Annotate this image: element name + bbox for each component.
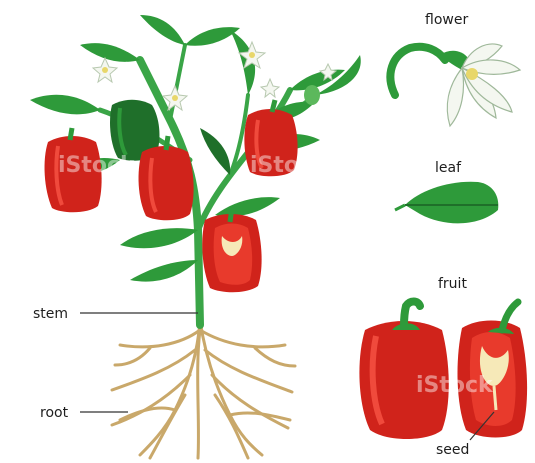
roots: [112, 320, 295, 458]
flower-bud: [304, 85, 320, 105]
label-root: root: [40, 405, 69, 421]
fruit-detail-whole: [359, 302, 448, 440]
plant-flowers: [93, 42, 336, 110]
main-stem: [100, 45, 315, 325]
fruit-detail-cut: [457, 302, 527, 438]
label-leaf: leaf: [435, 160, 462, 176]
leaf-detail: [395, 182, 498, 224]
label-flower: flower: [425, 12, 468, 28]
label-stem: stem: [33, 306, 68, 322]
flower-detail: [390, 44, 520, 126]
watermark-3: iStock: [416, 373, 494, 398]
watermark-1: iStock: [58, 153, 136, 178]
cut-pepper-on-plant: [202, 208, 261, 292]
watermark-2: iStock: [250, 153, 328, 178]
label-seed: seed: [436, 442, 469, 458]
label-fruit: fruit: [438, 276, 467, 292]
